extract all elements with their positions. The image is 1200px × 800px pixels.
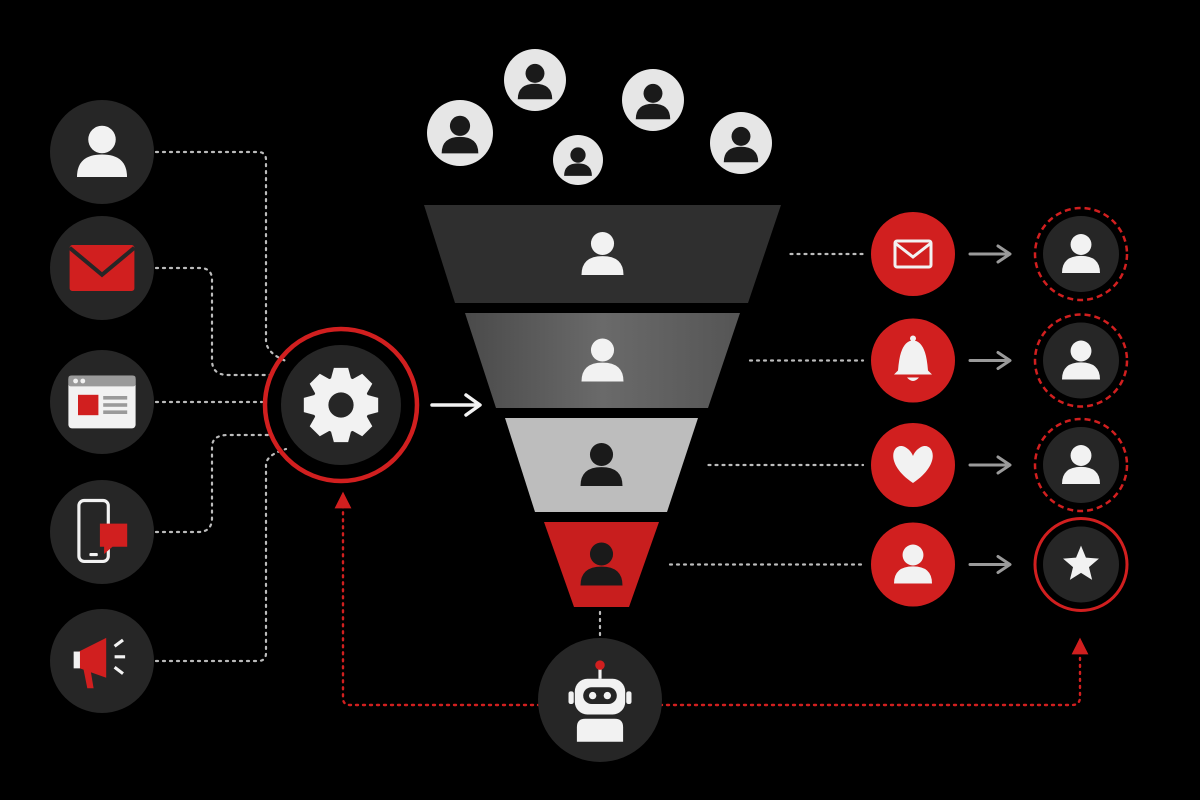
incoming-lead-user-icon (517, 63, 553, 100)
incoming-lead-user-icon (441, 115, 479, 154)
star-icon (1063, 545, 1099, 580)
connectors (154, 150, 1089, 707)
heart-icon (893, 445, 933, 483)
user-icon (1062, 234, 1100, 273)
robot-to-hub-loop (334, 491, 542, 707)
email-icon (68, 245, 136, 291)
outcome-ring (1033, 417, 1129, 513)
user-icon (77, 125, 127, 177)
bell-icon (894, 335, 932, 381)
input-connector (154, 150, 288, 363)
outcome-arrow (968, 244, 1012, 264)
funnel-stage-user-icon (581, 231, 624, 275)
gear-icon (303, 367, 379, 443)
funnel-stage-user-icon (581, 338, 624, 382)
user-icon (1062, 340, 1100, 380)
outcome-ring (1033, 313, 1129, 408)
hub-to-funnel-arrow (430, 393, 482, 417)
input-connector (154, 447, 288, 663)
nodes (50, 49, 1129, 762)
incoming-lead-user-icon (723, 126, 759, 163)
incoming-lead-user-icon (564, 147, 592, 176)
input-connector (154, 266, 272, 377)
outcome-ring (1033, 206, 1129, 302)
outcome-ring (1033, 517, 1129, 612)
incoming-lead-user-icon (635, 83, 671, 120)
mobile-message-icon (77, 498, 128, 563)
outcome-arrow (968, 455, 1012, 475)
megaphone-icon (73, 637, 126, 689)
user-icon (894, 544, 932, 584)
funnel-stage-user-icon (580, 442, 623, 486)
stage-action-1 (871, 212, 955, 296)
hub-ring (262, 326, 420, 484)
robot-icon (568, 660, 632, 742)
web-page-icon (68, 375, 136, 429)
user-icon (1062, 445, 1100, 484)
input-connector (154, 433, 272, 534)
outcome-arrow (968, 351, 1012, 370)
robot-to-outcome-loop (658, 637, 1089, 707)
email-icon (893, 239, 933, 269)
funnel-stage-user-icon (580, 542, 623, 586)
funnel (424, 205, 781, 607)
outcome-arrow (968, 555, 1012, 574)
